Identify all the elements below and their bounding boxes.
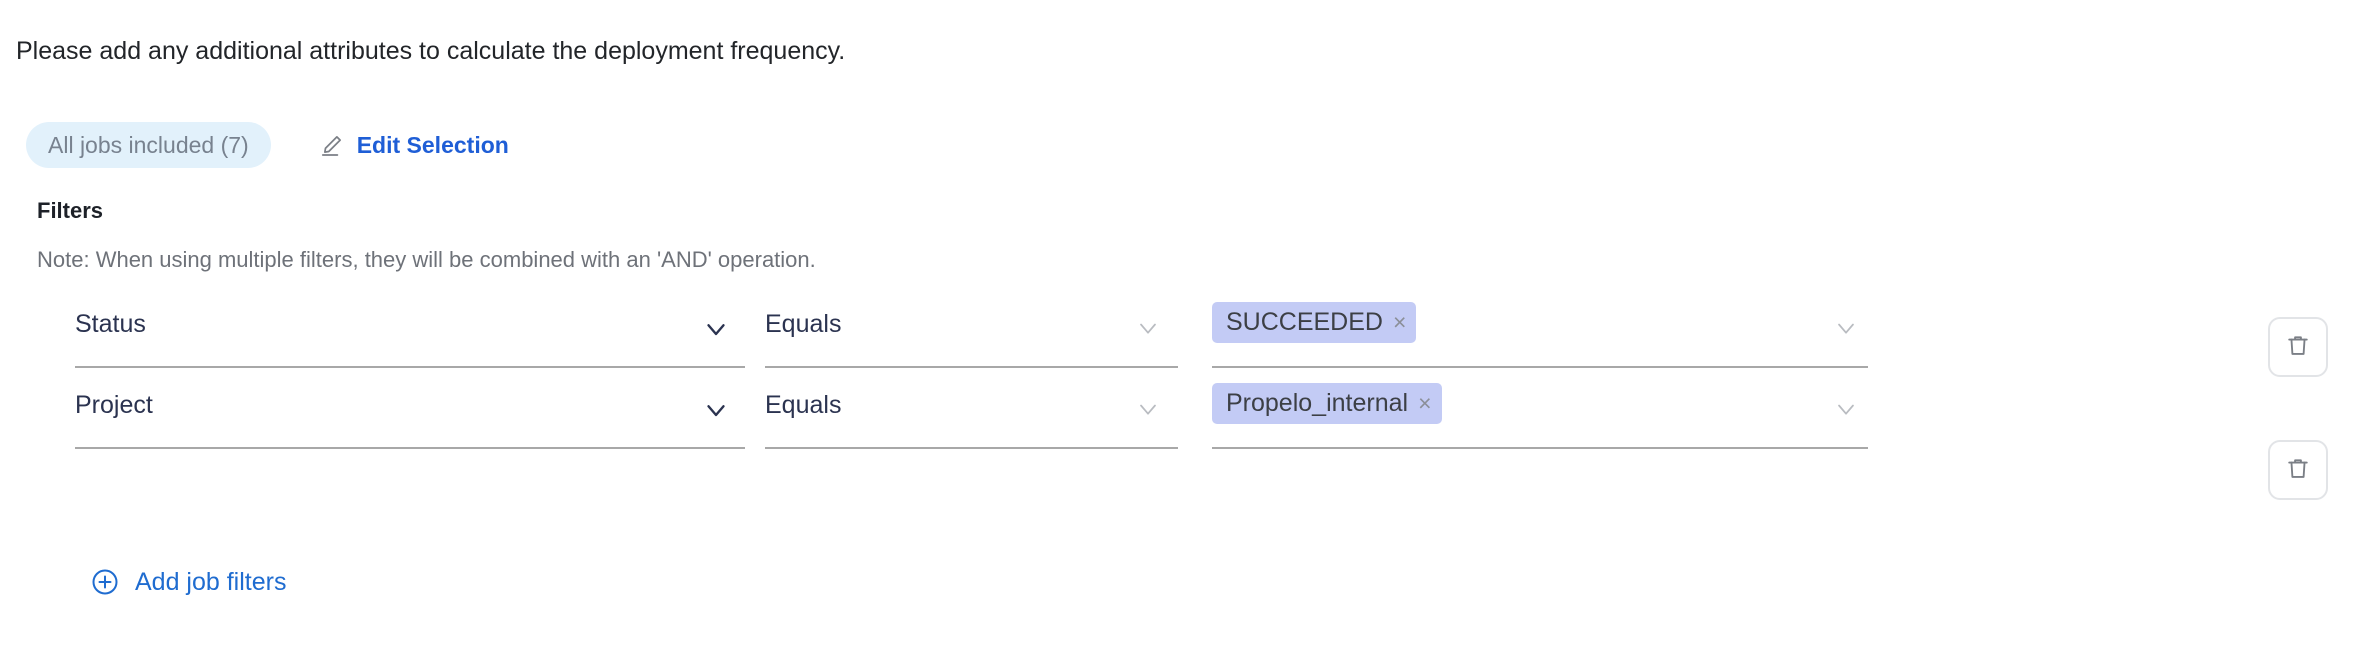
filters-section-title: Filters bbox=[37, 198, 104, 223]
add-job-filters-button[interactable]: Add job filters bbox=[90, 567, 286, 597]
plus-circle-icon bbox=[90, 567, 120, 597]
close-icon[interactable]: × bbox=[1418, 390, 1432, 416]
filter-operator-value: Equals bbox=[765, 310, 842, 338]
filter-field-select[interactable]: Status bbox=[75, 306, 745, 368]
jobs-selection-row: All jobs included (7) Edit Selection bbox=[26, 122, 509, 168]
filter-value-chip-label: SUCCEEDED bbox=[1226, 308, 1383, 336]
close-icon[interactable]: × bbox=[1392, 309, 1407, 335]
edit-selection-label: Edit Selection bbox=[356, 131, 509, 158]
delete-filter-button[interactable] bbox=[2268, 317, 2328, 377]
delete-filter-button[interactable] bbox=[2268, 440, 2328, 500]
chevron-down-icon bbox=[701, 395, 731, 425]
trash-icon bbox=[2284, 455, 2312, 486]
filter-operator-select[interactable]: Equals bbox=[765, 306, 1178, 368]
filter-value-select[interactable]: Propelo_internal × bbox=[1212, 383, 1868, 449]
all-jobs-included-label: All jobs included (7) bbox=[48, 131, 249, 158]
filter-field-value: Status bbox=[75, 310, 146, 338]
chevron-down-icon bbox=[701, 314, 731, 344]
chevron-down-icon bbox=[1832, 395, 1860, 423]
page-instruction-text: Please add any additional attributes to … bbox=[16, 37, 846, 65]
filter-value-chip-label: Propelo_internal bbox=[1226, 389, 1409, 417]
filter-operator-value: Equals bbox=[765, 391, 842, 419]
add-job-filters-label: Add job filters bbox=[135, 567, 287, 596]
filter-field-select[interactable]: Project bbox=[75, 387, 745, 449]
filter-value-select[interactable]: SUCCEEDED × bbox=[1212, 302, 1868, 368]
edit-selection-button[interactable]: Edit Selection bbox=[319, 132, 509, 159]
filter-field-value: Project bbox=[75, 391, 153, 419]
chevron-down-icon bbox=[1134, 314, 1162, 342]
chevron-down-icon bbox=[1832, 314, 1860, 342]
filters-note-text: Note: When using multiple filters, they … bbox=[37, 247, 816, 272]
filter-value-chip[interactable]: Propelo_internal × bbox=[1212, 383, 1442, 424]
pencil-icon bbox=[319, 132, 345, 158]
filter-operator-select[interactable]: Equals bbox=[765, 387, 1178, 449]
chevron-down-icon bbox=[1134, 395, 1162, 423]
all-jobs-included-badge: All jobs included (7) bbox=[26, 122, 271, 168]
filter-value-chip[interactable]: SUCCEEDED × bbox=[1212, 302, 1417, 343]
trash-icon bbox=[2284, 332, 2312, 363]
